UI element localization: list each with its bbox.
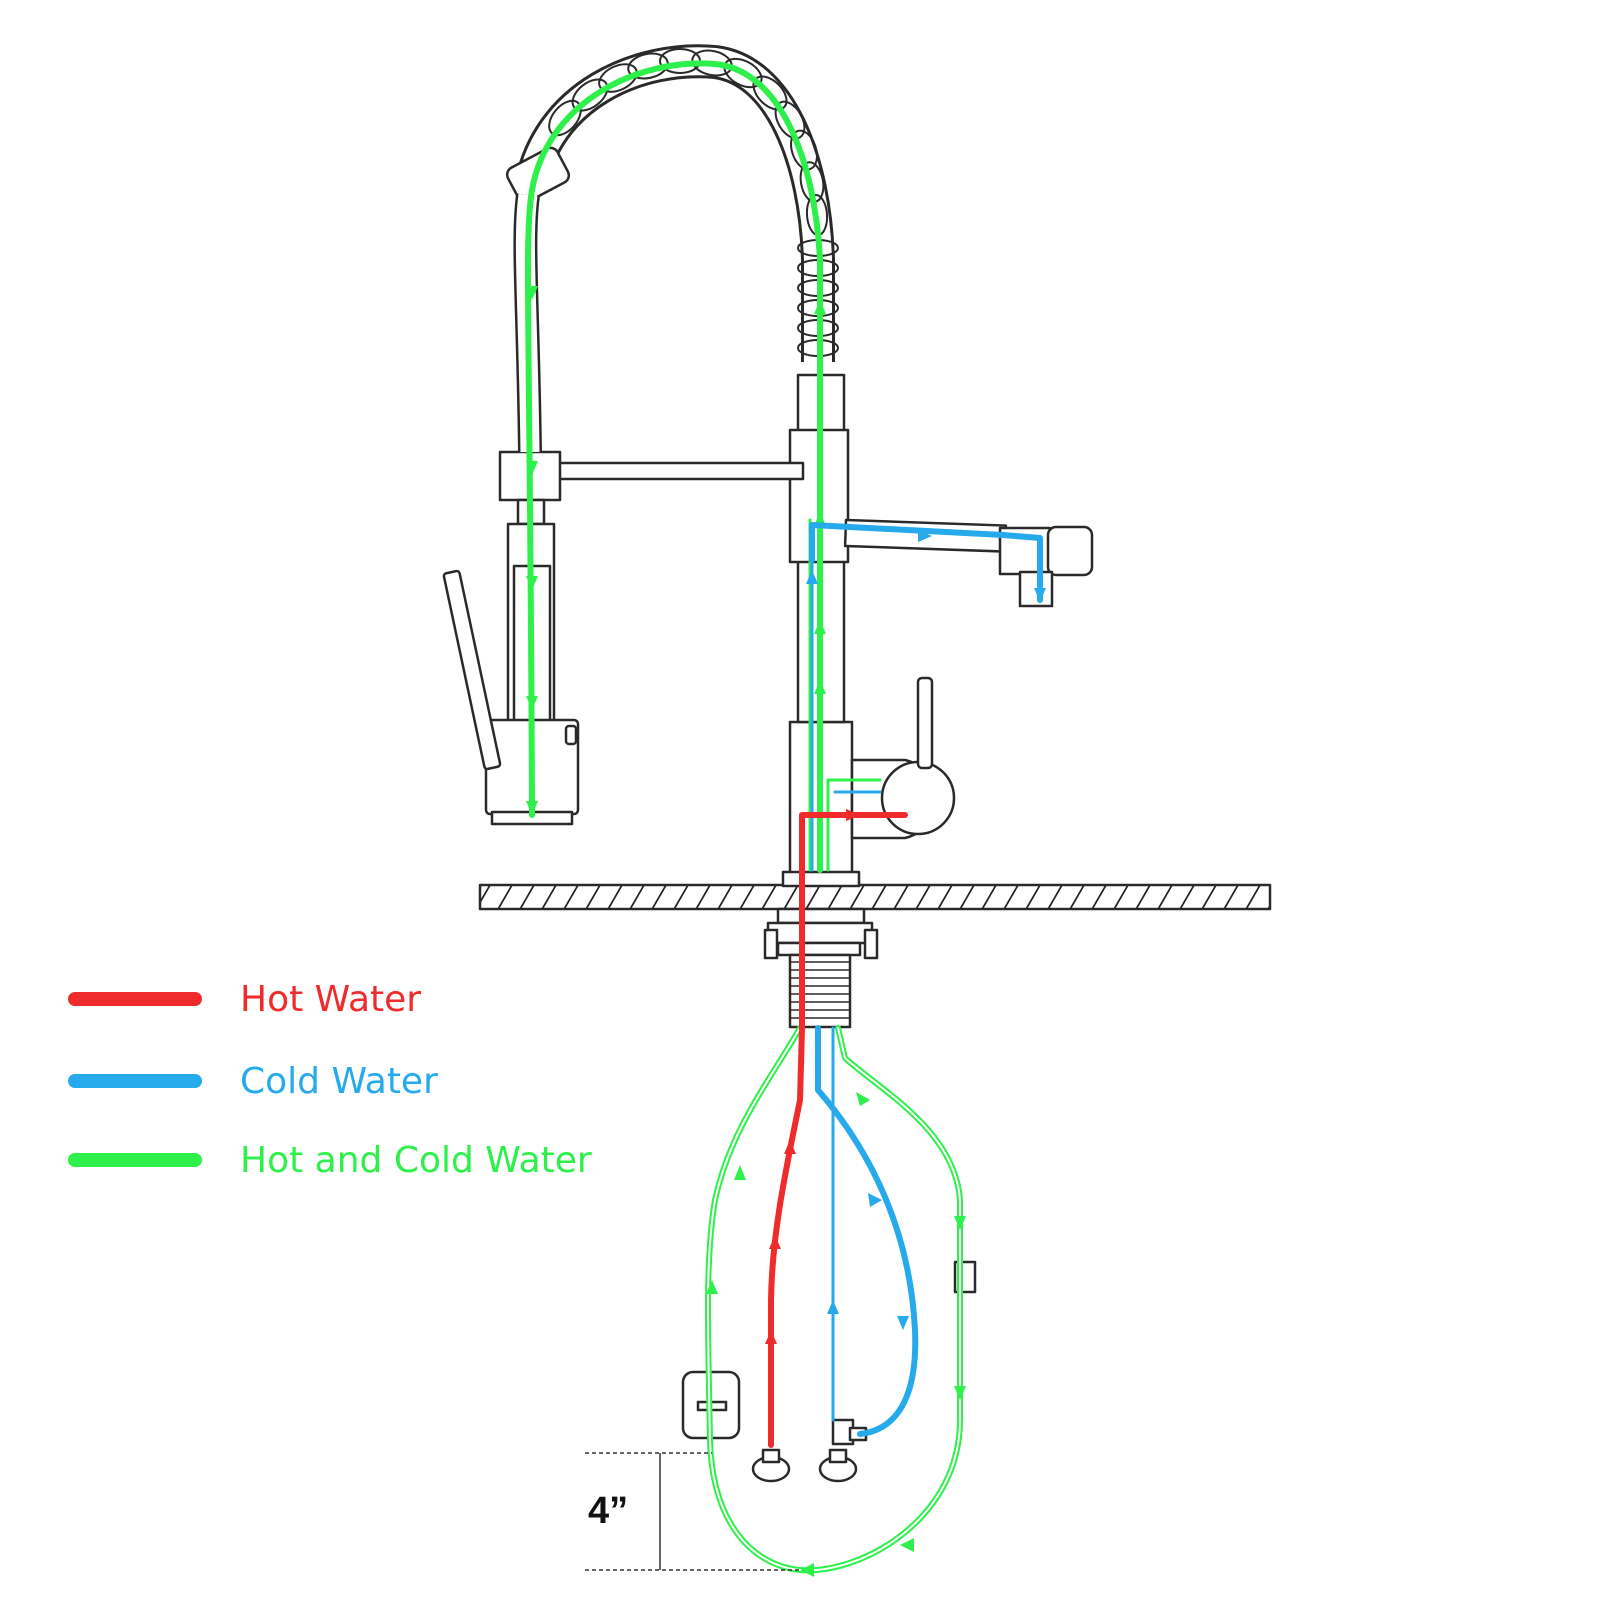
faucet-outline [442, 44, 1272, 1483]
cold-flow-arrows [806, 530, 1046, 1330]
side-arm-nozzle [1046, 525, 1094, 577]
spray-lever [442, 569, 502, 771]
legend: Hot Water Cold Water Hot and Cold Water [68, 979, 592, 1181]
dimension-4-inch [585, 1452, 800, 1571]
legend-label-hot: Hot Water [240, 979, 421, 1020]
mixer-handle [916, 676, 934, 770]
legend-label-cold: Cold Water [240, 1061, 438, 1102]
hot-water-flow [768, 812, 908, 1448]
dimension-label: 4” [588, 1490, 628, 1532]
crossbar [553, 461, 805, 481]
hot-flow-arrows [765, 809, 860, 1344]
mixed-water-flow [524, 60, 963, 1574]
legend-label-mixed: Hot and Cold Water [240, 1140, 592, 1181]
cold-water-flow [809, 522, 1043, 1437]
countertop [478, 883, 1272, 911]
